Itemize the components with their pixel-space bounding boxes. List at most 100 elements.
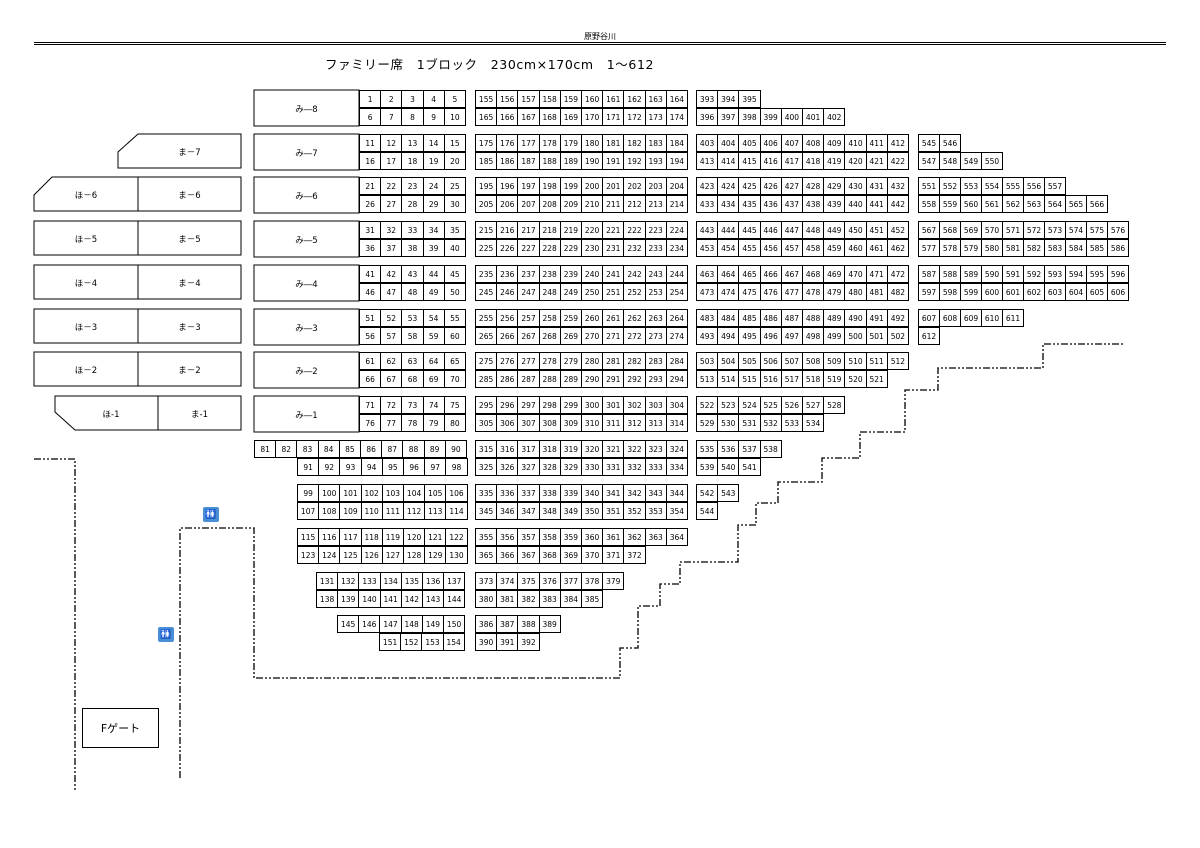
seat-196[interactable]: 196 bbox=[496, 177, 519, 195]
seat-140[interactable]: 140 bbox=[358, 590, 381, 608]
seat-450[interactable]: 450 bbox=[844, 221, 867, 239]
seat-610[interactable]: 610 bbox=[981, 309, 1003, 327]
seat-76[interactable]: 76 bbox=[359, 414, 382, 432]
seat-481[interactable]: 481 bbox=[865, 283, 888, 301]
seat-100[interactable]: 100 bbox=[318, 484, 341, 502]
seat-375[interactable]: 375 bbox=[517, 572, 540, 590]
seat-476[interactable]: 476 bbox=[759, 283, 782, 301]
seat-496[interactable]: 496 bbox=[759, 327, 782, 345]
seat-208[interactable]: 208 bbox=[538, 195, 561, 213]
seat-326[interactable]: 326 bbox=[496, 458, 519, 476]
seat-217[interactable]: 217 bbox=[517, 221, 540, 239]
seat-474[interactable]: 474 bbox=[717, 283, 740, 301]
seat-380[interactable]: 380 bbox=[475, 590, 498, 608]
seat-417[interactable]: 417 bbox=[780, 152, 803, 170]
seat-316[interactable]: 316 bbox=[496, 440, 519, 458]
seat-429[interactable]: 429 bbox=[823, 177, 846, 195]
seat-361[interactable]: 361 bbox=[602, 528, 625, 546]
seat-267[interactable]: 267 bbox=[517, 327, 540, 345]
seat-379[interactable]: 379 bbox=[602, 572, 625, 590]
seat-74[interactable]: 74 bbox=[422, 396, 445, 414]
seat-337[interactable]: 337 bbox=[517, 484, 540, 502]
seat-436[interactable]: 436 bbox=[759, 195, 782, 213]
seat-455[interactable]: 455 bbox=[738, 239, 761, 257]
seat-6[interactable]: 6 bbox=[359, 108, 382, 126]
seat-580[interactable]: 580 bbox=[981, 239, 1003, 257]
seat-579[interactable]: 579 bbox=[960, 239, 982, 257]
seat-344[interactable]: 344 bbox=[665, 484, 688, 502]
seat-422[interactable]: 422 bbox=[886, 152, 909, 170]
seat-304[interactable]: 304 bbox=[665, 396, 688, 414]
seat-35[interactable]: 35 bbox=[443, 221, 466, 239]
seat-464[interactable]: 464 bbox=[717, 265, 740, 283]
seat-574[interactable]: 574 bbox=[1065, 221, 1087, 239]
seat-257[interactable]: 257 bbox=[517, 309, 540, 327]
seat-279[interactable]: 279 bbox=[559, 352, 582, 370]
seat-592[interactable]: 592 bbox=[1023, 265, 1045, 283]
seat-514[interactable]: 514 bbox=[717, 370, 740, 388]
seat-390[interactable]: 390 bbox=[475, 633, 498, 651]
seat-109[interactable]: 109 bbox=[339, 502, 362, 520]
seat-409[interactable]: 409 bbox=[823, 134, 846, 152]
seat-38[interactable]: 38 bbox=[401, 239, 424, 257]
seat-577[interactable]: 577 bbox=[918, 239, 940, 257]
seat-193[interactable]: 193 bbox=[644, 152, 667, 170]
seat-540[interactable]: 540 bbox=[717, 458, 740, 476]
seat-607[interactable]: 607 bbox=[918, 309, 940, 327]
seat-520[interactable]: 520 bbox=[844, 370, 867, 388]
seat-249[interactable]: 249 bbox=[559, 283, 582, 301]
seat-131[interactable]: 131 bbox=[316, 572, 339, 590]
seat-511[interactable]: 511 bbox=[865, 352, 888, 370]
seat-393[interactable]: 393 bbox=[696, 90, 719, 108]
seat-463[interactable]: 463 bbox=[696, 265, 719, 283]
seat-557[interactable]: 557 bbox=[1044, 177, 1066, 195]
seat-108[interactable]: 108 bbox=[318, 502, 341, 520]
seat-612[interactable]: 612 bbox=[918, 327, 940, 345]
seat-90[interactable]: 90 bbox=[444, 440, 467, 458]
seat-416[interactable]: 416 bbox=[759, 152, 782, 170]
seat-305[interactable]: 305 bbox=[475, 414, 498, 432]
seat-461[interactable]: 461 bbox=[865, 239, 888, 257]
seat-214[interactable]: 214 bbox=[665, 195, 688, 213]
seat-367[interactable]: 367 bbox=[517, 546, 540, 564]
seat-115[interactable]: 115 bbox=[297, 528, 320, 546]
seat-568[interactable]: 568 bbox=[939, 221, 961, 239]
seat-256[interactable]: 256 bbox=[496, 309, 519, 327]
seat-63[interactable]: 63 bbox=[401, 352, 424, 370]
seat-573[interactable]: 573 bbox=[1044, 221, 1066, 239]
seat-122[interactable]: 122 bbox=[445, 528, 468, 546]
seat-5[interactable]: 5 bbox=[443, 90, 466, 108]
seat-424[interactable]: 424 bbox=[717, 177, 740, 195]
seat-611[interactable]: 611 bbox=[1002, 309, 1024, 327]
seat-67[interactable]: 67 bbox=[380, 370, 403, 388]
seat-358[interactable]: 358 bbox=[538, 528, 561, 546]
seat-531[interactable]: 531 bbox=[738, 414, 761, 432]
seat-251[interactable]: 251 bbox=[602, 283, 625, 301]
seat-86[interactable]: 86 bbox=[360, 440, 383, 458]
seat-17[interactable]: 17 bbox=[380, 152, 403, 170]
seat-457[interactable]: 457 bbox=[780, 239, 803, 257]
seat-502[interactable]: 502 bbox=[886, 327, 909, 345]
seat-427[interactable]: 427 bbox=[780, 177, 803, 195]
seat-243[interactable]: 243 bbox=[644, 265, 667, 283]
seat-370[interactable]: 370 bbox=[581, 546, 604, 564]
seat-135[interactable]: 135 bbox=[400, 572, 423, 590]
seat-40[interactable]: 40 bbox=[443, 239, 466, 257]
seat-276[interactable]: 276 bbox=[496, 352, 519, 370]
seat-505[interactable]: 505 bbox=[738, 352, 761, 370]
seat-72[interactable]: 72 bbox=[380, 396, 403, 414]
seat-297[interactable]: 297 bbox=[517, 396, 540, 414]
seat-219[interactable]: 219 bbox=[559, 221, 582, 239]
seat-585[interactable]: 585 bbox=[1086, 239, 1108, 257]
seat-234[interactable]: 234 bbox=[665, 239, 688, 257]
seat-153[interactable]: 153 bbox=[421, 633, 444, 651]
seat-312[interactable]: 312 bbox=[623, 414, 646, 432]
seat-334[interactable]: 334 bbox=[665, 458, 688, 476]
seat-547[interactable]: 547 bbox=[918, 152, 940, 170]
seat-599[interactable]: 599 bbox=[960, 283, 982, 301]
seat-389[interactable]: 389 bbox=[538, 615, 561, 633]
seat-168[interactable]: 168 bbox=[538, 108, 561, 126]
seat-119[interactable]: 119 bbox=[381, 528, 404, 546]
seat-407[interactable]: 407 bbox=[780, 134, 803, 152]
seat-154[interactable]: 154 bbox=[442, 633, 465, 651]
